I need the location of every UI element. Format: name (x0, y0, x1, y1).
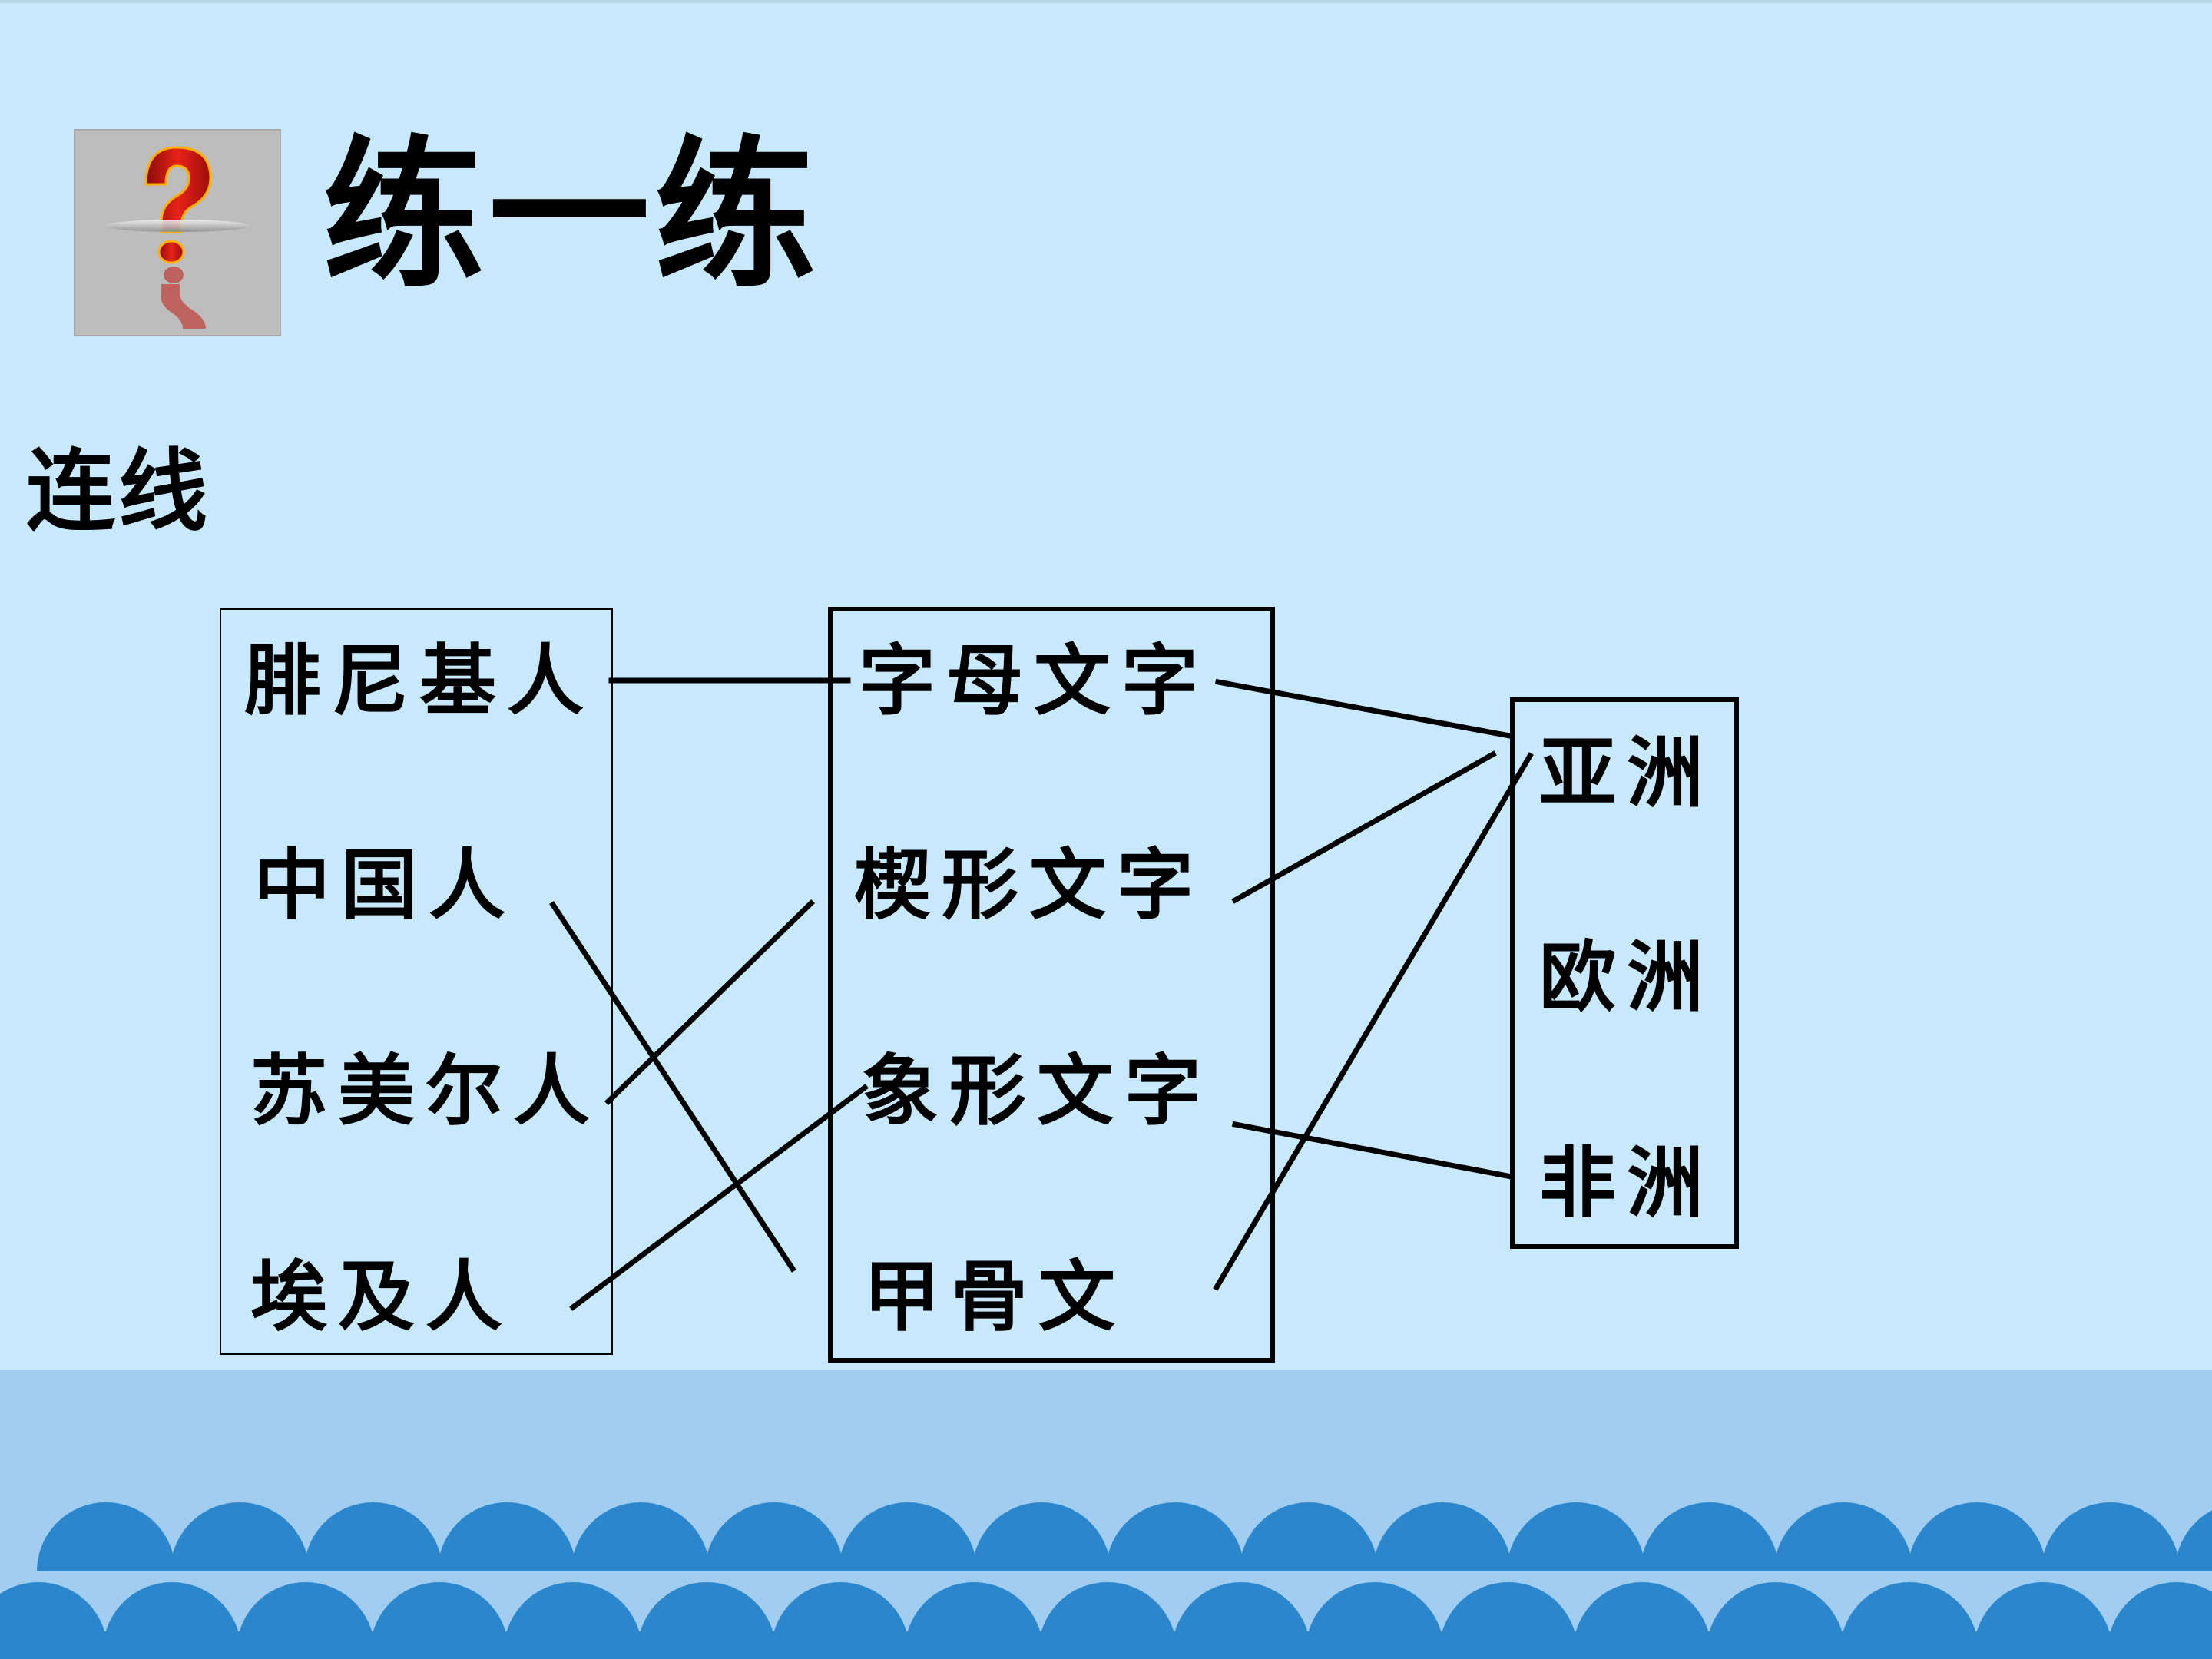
script-item-alphabet[interactable]: 字母文字 (859, 635, 1209, 726)
script-item-cuneiform[interactable]: 楔形文字 (854, 839, 1204, 930)
continent-item-europe[interactable]: 欧洲 (1539, 932, 1714, 1022)
people-item-sumerians[interactable]: 苏美尔人 (250, 1045, 601, 1136)
line-egyptians-hieroglyphs (569, 1084, 869, 1311)
page-title: 练一练 (323, 120, 821, 310)
exercise-instruction: 连线 (26, 439, 210, 544)
people-item-chinese[interactable]: 中国人 (253, 839, 516, 930)
people-item-egyptians[interactable]: 埃及人 (250, 1251, 513, 1342)
continent-item-asia[interactable]: 亚洲 (1539, 727, 1714, 818)
script-item-oracle-bone[interactable]: 甲骨文 (863, 1251, 1126, 1342)
people-item-phoenicians[interactable]: 腓尼基人 (244, 635, 594, 726)
line-hieroglyphs-africa (1231, 1121, 1515, 1181)
continent-item-africa[interactable]: 非洲 (1539, 1137, 1714, 1228)
top-border (0, 0, 2212, 3)
script-item-hieroglyphs[interactable]: 象形文字 (862, 1045, 1212, 1136)
question-mark-icon (74, 129, 281, 336)
line-sumerians-cuneiform (604, 899, 815, 1105)
sea-decoration (0, 1370, 2212, 1659)
